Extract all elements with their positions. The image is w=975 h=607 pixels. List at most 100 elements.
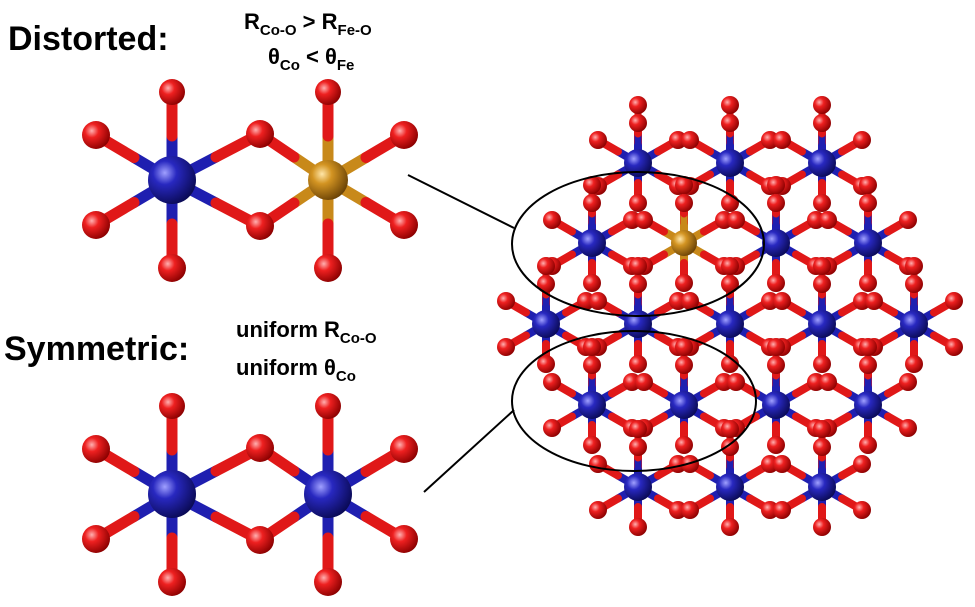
symmetric-oxygen-atom (390, 525, 418, 553)
lattice-oxygen-atom (819, 211, 837, 229)
symmetric-co-atom (148, 470, 196, 518)
lattice-oxygen-atom (773, 501, 791, 519)
lattice-oxygen-atom (721, 257, 739, 275)
lattice-oxygen-atom (905, 275, 923, 293)
lattice-oxygen-atom (859, 176, 877, 194)
lattice-oxygen-atom (589, 131, 607, 149)
symmetric-oxygen-atom (159, 393, 185, 419)
lattice-oxygen-atom (767, 436, 785, 454)
lattice-co-atom (808, 310, 836, 338)
lattice-oxygen-atom (629, 355, 647, 373)
lattice-co-atom (578, 391, 606, 419)
lattice-oxygen-atom (537, 355, 555, 373)
lattice-oxygen-atom (583, 356, 601, 374)
lattice-oxygen-atom (853, 131, 871, 149)
distorted-oxygen-atom (158, 254, 186, 282)
lattice-oxygen-atom (589, 455, 607, 473)
lattice-oxygen-atom (813, 194, 831, 212)
lattice-oxygen-atom (859, 338, 877, 356)
lattice-oxygen-atom (767, 194, 785, 212)
lattice-co-atom (716, 310, 744, 338)
lattice-oxygen-atom (773, 455, 791, 473)
distorted-bridging-oxygen-atom (246, 212, 274, 240)
distorted-region-ellipse (511, 171, 765, 317)
distorted-oxygen-atom (159, 79, 185, 105)
lattice-oxygen-atom (675, 194, 693, 212)
lattice-co-atom (808, 473, 836, 501)
lattice-oxygen-atom (813, 114, 831, 132)
symmetric-oxygen-atom (390, 435, 418, 463)
lattice-oxygen-atom (859, 274, 877, 292)
lattice-oxygen-atom (721, 96, 739, 114)
lattice-co-atom (854, 391, 882, 419)
lattice-oxygen-atom (629, 96, 647, 114)
distorted-r-relation: RCo-O > RFe-O (244, 9, 372, 39)
lattice-oxygen-atom (859, 436, 877, 454)
symmetric-oxygen-atom (82, 435, 110, 463)
lattice-oxygen-atom (813, 96, 831, 114)
lattice-oxygen-atom (675, 176, 693, 194)
distorted-fe-atom (308, 160, 348, 200)
lattice-oxygen-atom (589, 501, 607, 519)
lattice-oxygen-atom (583, 194, 601, 212)
distorted-co-atom (148, 156, 196, 204)
lattice-co-atom (716, 473, 744, 501)
lattice-oxygen-atom (583, 338, 601, 356)
lattice-oxygen-atom (813, 438, 831, 456)
lattice-oxygen-atom (583, 274, 601, 292)
lattice-oxygen-atom (721, 438, 739, 456)
lattice-oxygen-atom (813, 355, 831, 373)
lattice-oxygen-atom (635, 211, 653, 229)
lattice-oxygen-atom (945, 292, 963, 310)
atoms-layer (82, 79, 963, 596)
distorted-oxygen-atom (82, 121, 110, 149)
lattice-oxygen-atom (629, 257, 647, 275)
lattice-co-atom (578, 229, 606, 257)
lattice-oxygen-atom (629, 194, 647, 212)
lattice-co-atom (532, 310, 560, 338)
distorted-oxygen-atom (82, 211, 110, 239)
lattice-oxygen-atom (899, 419, 917, 437)
lattice-oxygen-atom (773, 131, 791, 149)
lattice-oxygen-atom (865, 292, 883, 310)
lattice-oxygen-atom (629, 438, 647, 456)
lattice-oxygen-atom (635, 373, 653, 391)
symmetric-oxygen-atom (82, 525, 110, 553)
lattice-oxygen-atom (899, 373, 917, 391)
lattice-oxygen-atom (537, 275, 555, 293)
lattice-oxygen-atom (813, 257, 831, 275)
lattice-oxygen-atom (721, 275, 739, 293)
symmetric-r-uniform: uniform RCo-O (236, 317, 377, 347)
lattice-oxygen-atom (543, 419, 561, 437)
distorted-theta-relation: θCo < θFe (268, 44, 354, 74)
lattice-co-atom (762, 391, 790, 419)
distorted-pointer-line (407, 174, 515, 229)
lattice-oxygen-atom (721, 518, 739, 536)
lattice-oxygen-atom (675, 436, 693, 454)
lattice-oxygen-atom (767, 176, 785, 194)
lattice-oxygen-atom (681, 292, 699, 310)
distorted-oxygen-atom (314, 254, 342, 282)
distorted-oxygen-atom (390, 121, 418, 149)
lattice-co-atom (762, 229, 790, 257)
lattice-oxygen-atom (721, 194, 739, 212)
lattice-oxygen-atom (583, 176, 601, 194)
symmetric-label: Symmetric: (4, 330, 189, 368)
lattice-fe-atom (671, 230, 697, 256)
distorted-oxygen-atom (390, 211, 418, 239)
symmetric-bridging-oxygen-atom (246, 526, 274, 554)
symmetric-oxygen-atom (158, 568, 186, 596)
lattice-oxygen-atom (767, 338, 785, 356)
lattice-oxygen-atom (721, 114, 739, 132)
lattice-oxygen-atom (853, 501, 871, 519)
lattice-oxygen-atom (543, 373, 561, 391)
lattice-oxygen-atom (813, 518, 831, 536)
lattice-oxygen-atom (629, 275, 647, 293)
lattice-co-atom (624, 149, 652, 177)
lattice-oxygen-atom (681, 131, 699, 149)
lattice-oxygen-atom (813, 420, 831, 438)
lattice-oxygen-atom (721, 420, 739, 438)
lattice-oxygen-atom (767, 356, 785, 374)
lattice-oxygen-atom (497, 338, 515, 356)
